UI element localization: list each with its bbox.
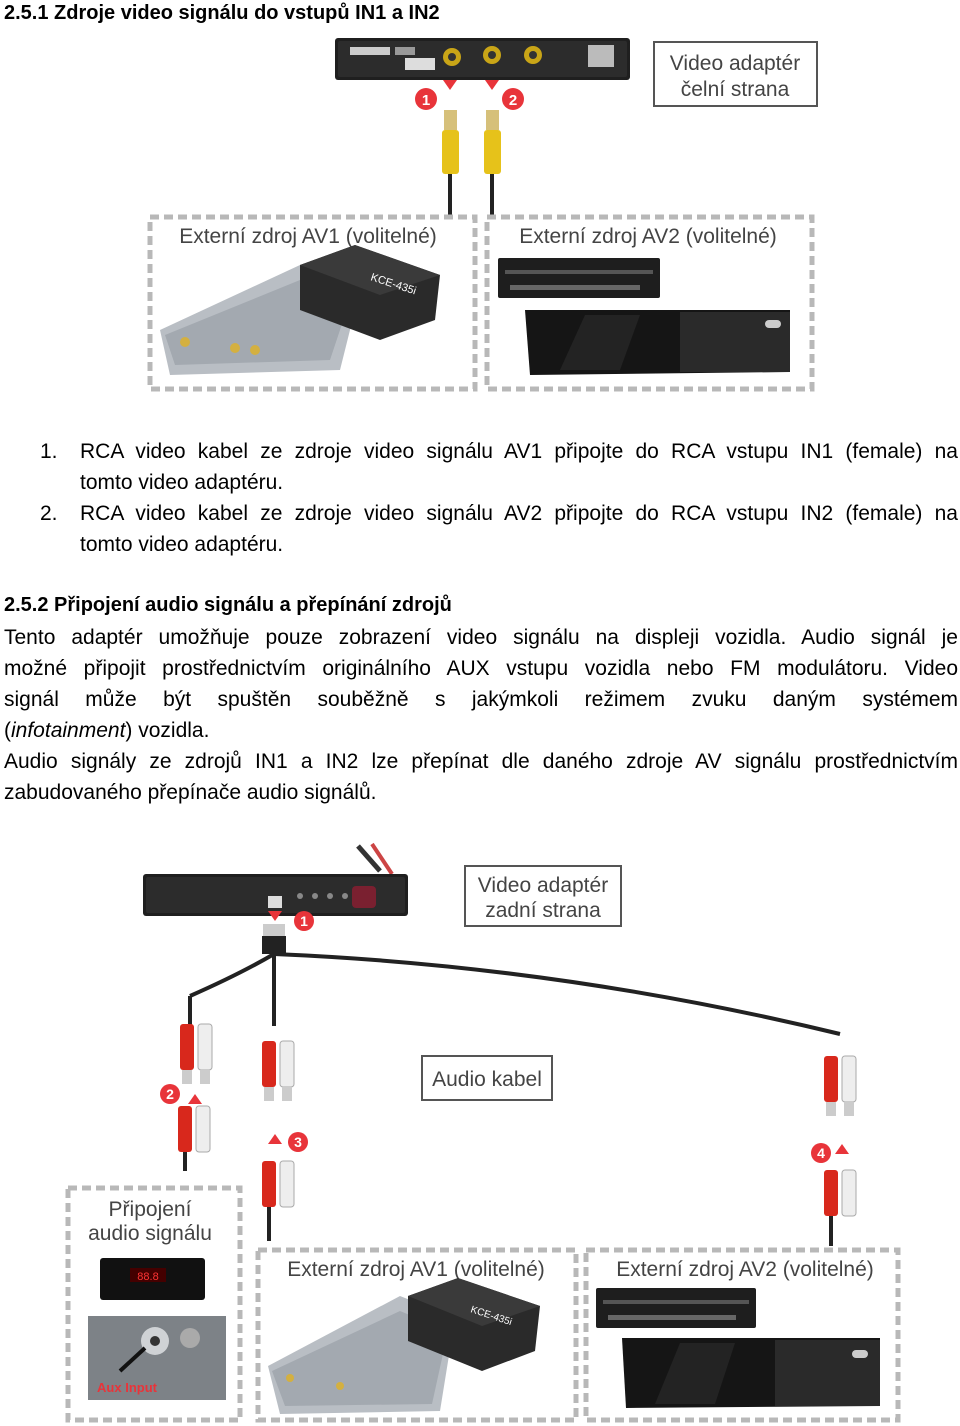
infotainment-term: infotainment: [11, 719, 125, 742]
audio-cable-label: Audio kabel: [432, 1068, 542, 1091]
marker-2-icon: 2: [502, 88, 524, 110]
marker-1-icon: 1: [294, 911, 314, 931]
section-heading-2-5-2: 2.5.2 Připojení audio signálu a přepínán…: [4, 594, 452, 617]
av1-source-label: Externí zdroj AV1 (volitelné): [179, 225, 437, 248]
paragraph-1-line-3: signál může být spuštěn souběžně s jakým…: [4, 684, 958, 715]
svg-text:1: 1: [300, 913, 308, 929]
audio-connection-label-1: Připojení: [109, 1198, 192, 1221]
adapter-front-label-2: čelní strana: [681, 78, 790, 101]
adapter-front-label-1: Video adaptér: [670, 52, 800, 75]
paragraph-2-line-2: zabudovaného přepínače audio signálů.: [4, 777, 376, 808]
arrow-up-icon: [188, 1094, 202, 1104]
rca-audio-plug-pair: [262, 1161, 294, 1241]
marker-4-icon: 4: [811, 1143, 831, 1163]
marker-2-icon: 2: [160, 1084, 180, 1104]
marker-1-icon: 1: [415, 88, 437, 110]
svg-text:3: 3: [294, 1134, 302, 1150]
adapter-back-label-1: Video adaptér: [478, 874, 608, 897]
audio-connection-label-2: audio signálu: [88, 1222, 212, 1245]
rca-audio-plug-pair: [824, 1056, 856, 1116]
rca-video-cable-2: [484, 110, 501, 215]
rca-audio-plug-pair: [178, 1106, 210, 1171]
kce435i-device-icon: KCE-435i: [160, 245, 440, 375]
paragraph-1-line-1: Tento adaptér umožňuje pouze zobrazení v…: [4, 622, 958, 653]
kce435i-device-icon: KCE-435i: [268, 1278, 540, 1414]
paragraph-1-line-2: možné připojit prostřednictvím origináln…: [4, 653, 958, 684]
aux-input-icon: Aux Input: [88, 1316, 226, 1400]
dvd-changer-icon: [596, 1288, 880, 1408]
rca-video-cable-1: [442, 110, 459, 215]
fm-modulator-icon: 88.8: [100, 1258, 205, 1300]
arrow-up-icon: [485, 80, 499, 90]
svg-text:4: 4: [817, 1145, 825, 1161]
av1-source-label-lower: Externí zdroj AV1 (volitelné): [287, 1258, 545, 1281]
adapter-back-label-2: zadní strana: [485, 899, 601, 922]
list-item-2-line2: tomto video adaptéru.: [80, 529, 283, 560]
video-adapter-back-icon: [143, 844, 408, 916]
av2-source-label: Externí zdroj AV2 (volitelné): [519, 225, 777, 248]
arrow-up-icon: [268, 1134, 282, 1144]
audio-cable: [190, 924, 840, 1041]
list-item-1-number: 1.: [40, 436, 58, 467]
marker-3-icon: 3: [288, 1132, 308, 1152]
rca-audio-plug-pair: [262, 1041, 294, 1101]
list-item-1-line2: tomto video adaptéru.: [80, 467, 283, 498]
audio-connection-diagram: Video adaptér zadní strana 1 Audio kabel: [0, 826, 960, 1426]
svg-text:2: 2: [509, 92, 517, 109]
svg-text:2: 2: [166, 1086, 174, 1102]
list-item-2-number: 2.: [40, 498, 58, 529]
video-adapter-front-icon: [335, 38, 630, 80]
aux-input-label: Aux Input: [97, 1380, 158, 1395]
dvd-changer-icon: [498, 258, 790, 375]
paragraph-2-line-1: Audio signály ze zdrojů IN1 a IN2 lze př…: [4, 746, 958, 777]
list-item-1-line1: RCA video kabel ze zdroje video signálu …: [80, 436, 958, 467]
svg-text:1: 1: [422, 92, 430, 109]
rca-audio-plug-pair: [180, 1024, 212, 1084]
paragraph-1-line-4: (infotainment) vozidla.: [4, 715, 209, 746]
arrow-up-icon: [443, 80, 457, 90]
arrow-up-icon: [835, 1144, 849, 1154]
av2-source-label-lower: Externí zdroj AV2 (volitelné): [616, 1258, 874, 1281]
list-item-2-line1: RCA video kabel ze zdroje video signálu …: [80, 498, 958, 529]
video-inputs-diagram: Video adaptér čelní strana 1 2 Externí z…: [0, 0, 960, 400]
rca-audio-plug-pair: [824, 1170, 856, 1246]
svg-text:88.8: 88.8: [137, 1271, 158, 1283]
